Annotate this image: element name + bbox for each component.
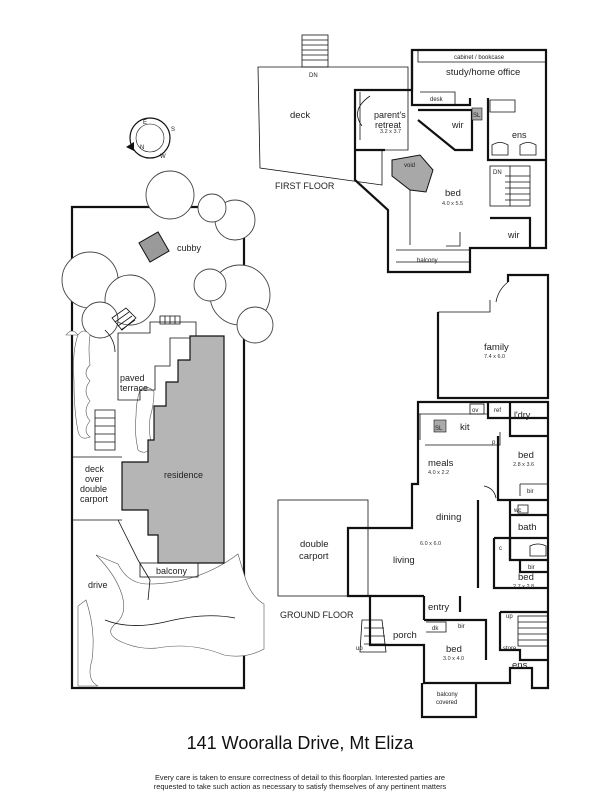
cubby: cubby <box>138 231 202 263</box>
first-bed-dim: 4.0 x 5.5 <box>442 201 463 207</box>
garden-shrubs <box>65 330 265 687</box>
first-bed-label: bed <box>445 188 461 199</box>
parents-retreat-dim: 3.2 x 3.7 <box>380 129 401 135</box>
drive-label: drive <box>88 580 108 590</box>
compass-e: E <box>143 120 147 126</box>
wir1-label: wir <box>451 120 464 130</box>
ground-ens-label: ens <box>512 660 528 671</box>
ground-floor-title: GROUND FLOOR <box>280 610 354 620</box>
site-plan: cubby residence deck over do <box>61 170 274 690</box>
site-balcony-label: balcony <box>156 566 188 576</box>
sl-box <box>471 107 483 121</box>
sl-label: SL <box>473 113 481 119</box>
void-label: void <box>404 163 415 169</box>
cubby-label: cubby <box>177 243 202 253</box>
bed2-label: bed <box>518 450 534 461</box>
bed3-label: bed <box>518 572 534 583</box>
drive-line <box>117 519 151 601</box>
first-floor-plan: DN deck cabinet / bookcase study/home of… <box>257 34 548 274</box>
bir1-label: bir <box>527 489 534 495</box>
family-label: family <box>484 342 509 353</box>
compass-w: W <box>160 154 166 160</box>
balcony-covered-l2: covered <box>436 700 457 706</box>
covered-balcony <box>420 683 478 719</box>
bed4-label: bed <box>446 644 462 655</box>
trees <box>61 170 274 344</box>
bir2-label: bir <box>528 565 535 571</box>
meals-label: meals <box>428 458 454 469</box>
bed2-dim: 2.8 x 3.6 <box>513 462 534 468</box>
double-carport <box>277 499 369 597</box>
parents-retreat-label: parent's retreat <box>374 110 408 130</box>
family-walls <box>436 273 550 400</box>
p-label: p <box>492 440 496 446</box>
family-dim: 7.4 x 6.0 <box>484 354 505 360</box>
ref-label: ref <box>494 408 501 414</box>
bir3-label: bir <box>458 624 465 630</box>
ldry-label: l'dry <box>514 410 531 420</box>
disclaimer-line2: requested to take such action as necessa… <box>153 782 447 791</box>
address-title: 141 Wooralla Drive, Mt Eliza <box>186 733 414 753</box>
entry-label: entry <box>428 602 449 613</box>
disclaimer: Every care is taken to ensure correctnes… <box>0 773 600 791</box>
compass-rose: N S W E <box>126 117 175 160</box>
balcony-covered-l1: balcony <box>437 692 458 698</box>
first-balcony-label: balcony <box>417 258 438 264</box>
paved-terrace-outline <box>117 321 197 401</box>
wc-label: wc <box>513 508 521 514</box>
wir2-label: wir <box>507 230 520 240</box>
void-area <box>391 154 434 193</box>
porch-stairs <box>359 619 387 653</box>
compass-s: S <box>171 127 175 133</box>
deck-carport-lines <box>72 456 122 521</box>
disclaimer-line1: Every care is taken to ensure correctnes… <box>154 773 446 782</box>
garden-steps <box>94 307 181 451</box>
bed4-dim: 3.0 x 4.0 <box>443 656 464 662</box>
first-stairs <box>489 165 531 207</box>
site-balcony <box>139 562 199 578</box>
dk-label: dk <box>432 626 439 632</box>
deck-over-carport-label: deck over double carport <box>80 464 110 504</box>
bath-label: bath <box>518 522 537 533</box>
compass-n: N <box>140 145 144 151</box>
bed3-dim: 2.7 x 2.8 <box>513 584 534 590</box>
up2-label: up <box>506 614 513 620</box>
kit-label: kit <box>460 422 470 433</box>
desk-label: desk <box>430 97 444 103</box>
porch-label: porch <box>393 630 417 641</box>
first-floor-title: FIRST FLOOR <box>275 181 335 191</box>
ens-label: ens <box>512 130 527 140</box>
c-label: c <box>499 546 502 552</box>
store-label: store <box>503 646 517 652</box>
deck-stairs <box>301 34 329 68</box>
cabinet-label: cabinet / bookcase <box>454 55 505 61</box>
first-floor-walls <box>353 48 548 274</box>
meals-dim: 4.0 x 2.2 <box>428 470 449 476</box>
ov-label: ov <box>472 408 478 414</box>
study-label: study/home office <box>446 67 520 78</box>
dining-label: dining <box>436 512 461 523</box>
ground-floor-walls <box>346 400 550 690</box>
up-label: up <box>356 646 363 652</box>
residence-footprint <box>121 335 225 564</box>
oven <box>469 403 485 415</box>
first-dn2-label: DN <box>493 170 502 176</box>
first-dn-label: DN <box>309 73 318 79</box>
ground-stairs <box>517 615 549 647</box>
living-label: living <box>393 555 415 566</box>
residence-label: residence <box>164 470 203 480</box>
cabinet-strip <box>417 50 546 63</box>
kit-sl-box <box>433 419 447 433</box>
living-dim: 6.0 x 6.0 <box>420 541 441 547</box>
kit-sl-label: SL <box>435 426 443 432</box>
deck-label: deck <box>290 110 310 121</box>
carport-label-l1: double <box>300 539 329 550</box>
carport-label-l2: carport <box>299 551 329 562</box>
ground-floor-plan: family 7.4 x 6.0 ov ref l'dry SL kit p b… <box>277 273 550 719</box>
